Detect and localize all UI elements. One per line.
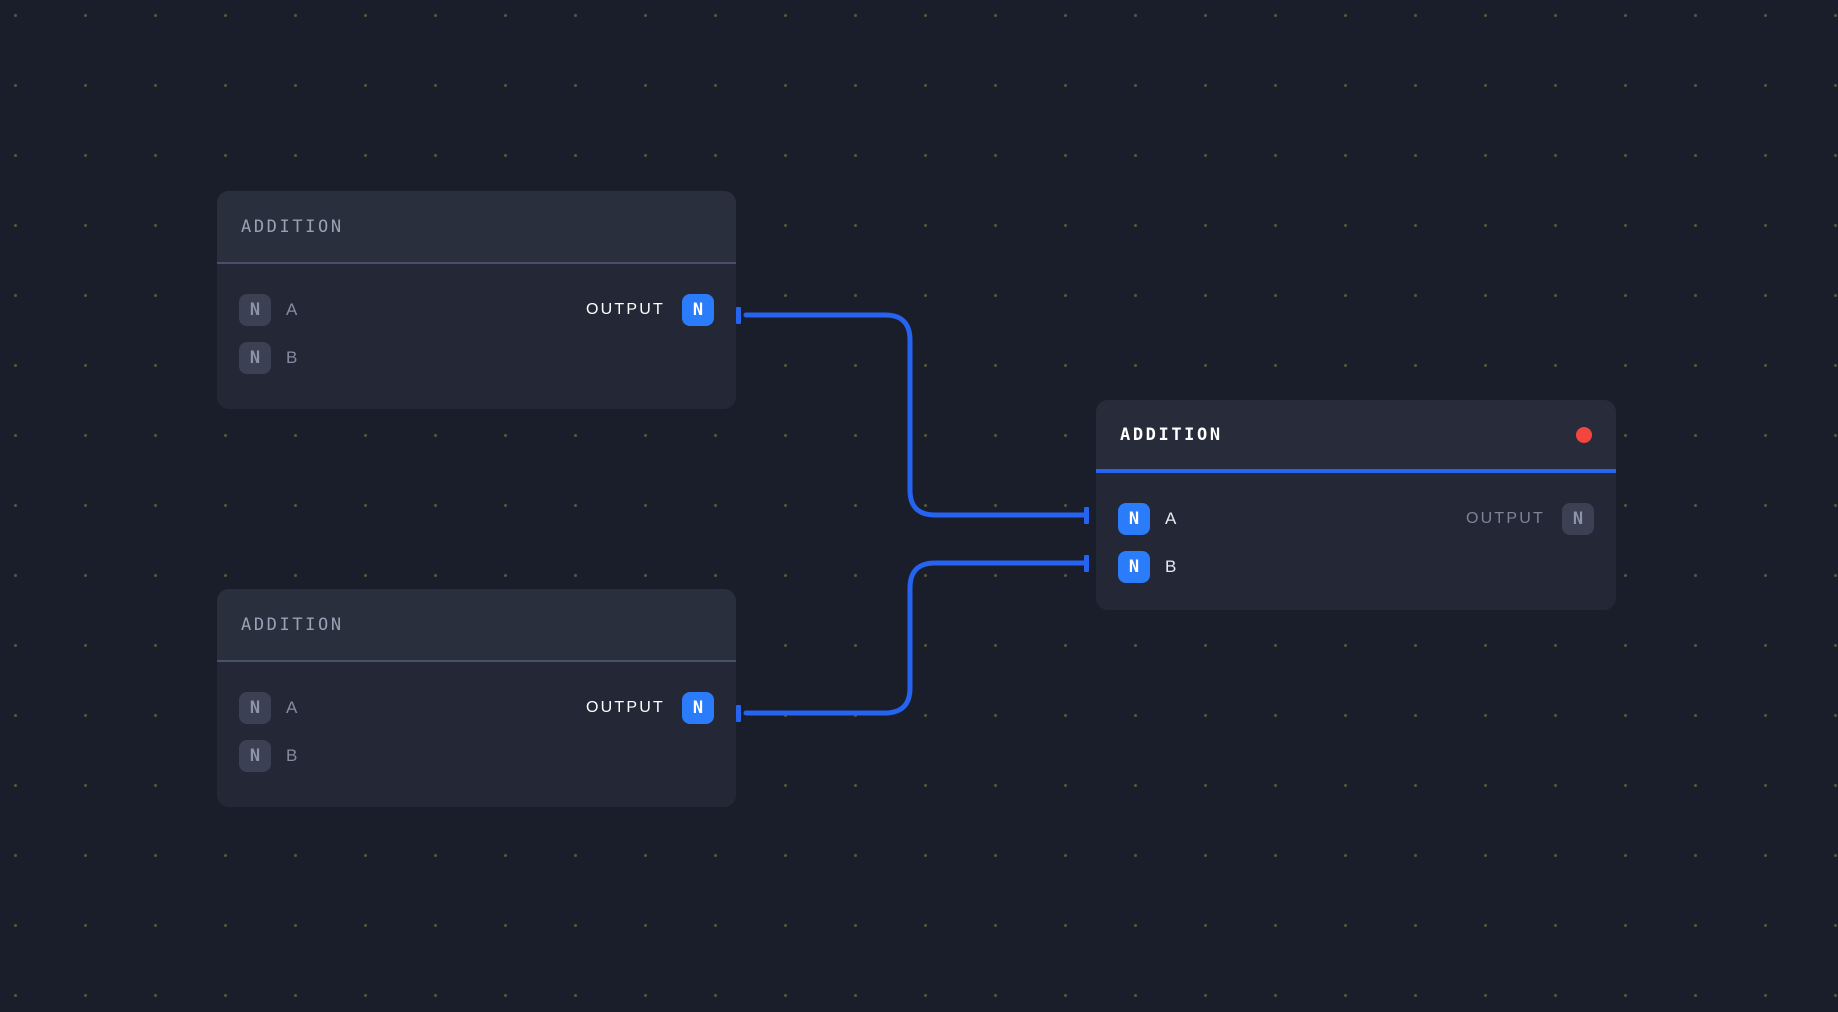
node-title: ADDITION	[241, 614, 344, 635]
edge-target-tick-1	[1084, 507, 1089, 524]
port-type-badge-icon[interactable]: N	[1562, 503, 1594, 535]
port-row-a[interactable]: N A OUTPUT N	[217, 286, 736, 334]
input-port-label: B	[286, 348, 298, 367]
output-port-label: OUTPUT	[586, 699, 665, 716]
node-addition-1[interactable]: ADDITION N A OUTPUT N N B	[217, 191, 736, 409]
node-title: ADDITION	[1120, 424, 1223, 445]
input-port-a[interactable]: N A	[239, 692, 298, 724]
output-port-output[interactable]: OUTPUT N	[586, 684, 714, 732]
input-port-label: A	[286, 698, 298, 717]
node-body: N A OUTPUT N N B	[1096, 473, 1616, 610]
edge-connection[interactable]	[743, 312, 1087, 518]
node-body: N A OUTPUT N N B	[217, 662, 736, 806]
node-addition-3[interactable]: ADDITION N A OUTPUT N N B	[1096, 400, 1616, 610]
port-row-b[interactable]: N B	[1096, 543, 1616, 591]
port-type-badge-icon[interactable]: N	[239, 342, 271, 374]
port-row-b[interactable]: N B	[217, 732, 736, 780]
port-type-badge-icon[interactable]: N	[1118, 551, 1150, 583]
port-type-badge-icon[interactable]: N	[239, 294, 271, 326]
node-body: N A OUTPUT N N B	[217, 264, 736, 408]
output-port-label: OUTPUT	[586, 301, 665, 318]
input-port-a[interactable]: N A	[1118, 503, 1177, 535]
port-type-badge-icon[interactable]: N	[1118, 503, 1150, 535]
input-port-b[interactable]: N B	[239, 740, 298, 772]
node-addition-2[interactable]: ADDITION N A OUTPUT N N B	[217, 589, 736, 807]
input-port-label: B	[286, 746, 298, 765]
port-type-badge-icon[interactable]: N	[239, 692, 271, 724]
status-dot-icon	[1576, 426, 1592, 443]
port-type-badge-icon[interactable]: N	[682, 294, 714, 326]
port-type-badge-icon[interactable]: N	[682, 692, 714, 724]
output-port-output[interactable]: OUTPUT N	[1466, 495, 1594, 543]
node-header[interactable]: ADDITION	[217, 589, 736, 662]
node-header[interactable]: ADDITION	[1096, 400, 1616, 473]
output-port-label: OUTPUT	[1466, 510, 1545, 527]
port-row-b[interactable]: N B	[217, 334, 736, 382]
output-port-output[interactable]: OUTPUT N	[586, 286, 714, 334]
edge-target-tick-2	[1084, 555, 1089, 572]
port-row-a[interactable]: N A OUTPUT N	[1096, 495, 1616, 543]
edge-source-tick-1	[736, 307, 741, 324]
port-type-badge-icon[interactable]: N	[239, 740, 271, 772]
input-port-label: A	[286, 300, 298, 319]
input-port-a[interactable]: N A	[239, 294, 298, 326]
input-port-label: B	[1165, 557, 1177, 576]
edge-path-2[interactable]	[743, 560, 1087, 716]
input-port-label: A	[1165, 509, 1177, 528]
edge-path-1[interactable]	[743, 312, 1087, 518]
edge-connection[interactable]	[743, 560, 1087, 716]
edge-source-tick-2	[736, 705, 741, 722]
input-port-b[interactable]: N B	[239, 342, 298, 374]
node-title: ADDITION	[241, 216, 344, 237]
port-row-a[interactable]: N A OUTPUT N	[217, 684, 736, 732]
node-header[interactable]: ADDITION	[217, 191, 736, 264]
input-port-b[interactable]: N B	[1118, 551, 1177, 583]
